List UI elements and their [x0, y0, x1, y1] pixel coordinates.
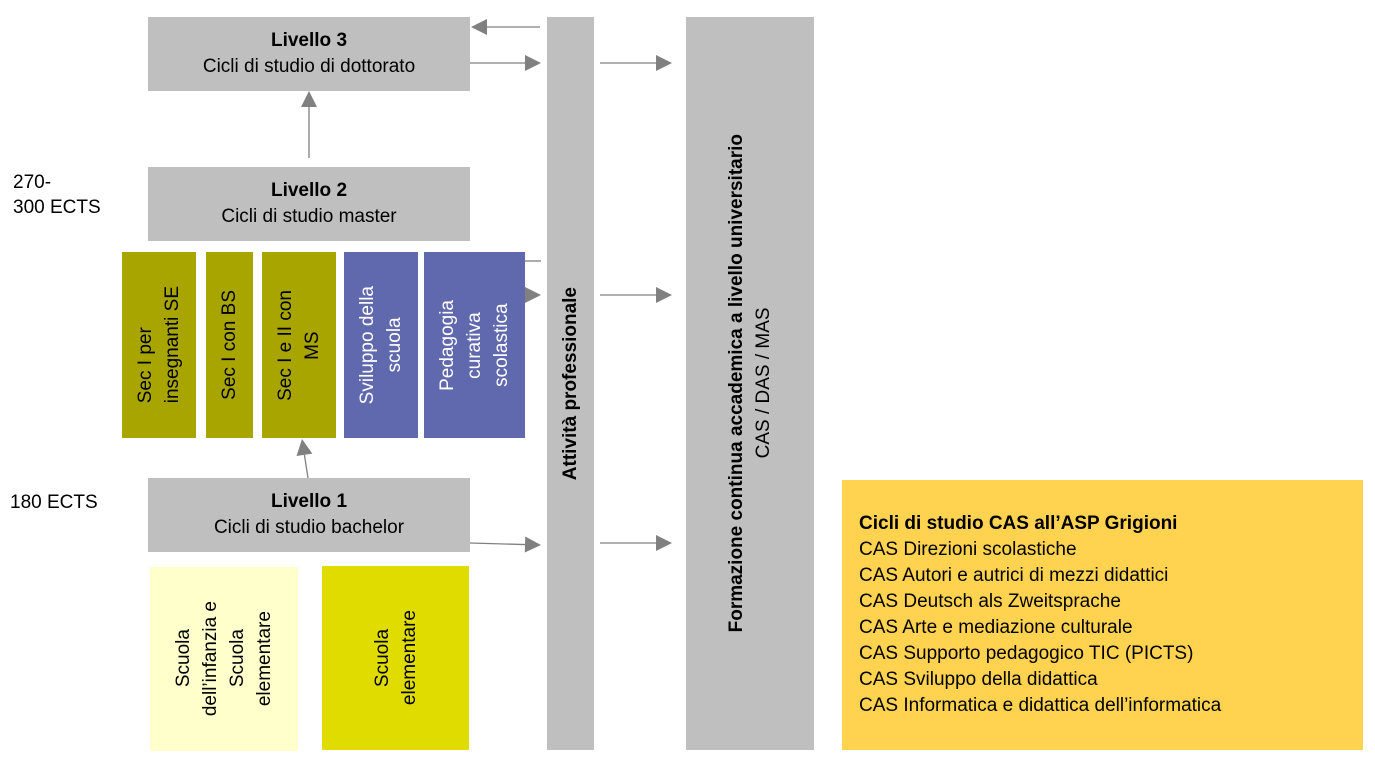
cas-program-item: CAS Deutsch als Zweitsprache: [859, 591, 1121, 612]
level-2-subtitle: Cicli di studio master: [221, 206, 397, 227]
arrowhead-icon: [656, 535, 672, 551]
arrow-activity-to-continuing-top: [600, 55, 672, 71]
continuing-education-title: Formazione continua accademica a livello…: [726, 134, 747, 633]
school-kindergarten-primary: Scuola dell’infanzia e Scuola elementare: [150, 567, 298, 751]
arrowhead-icon: [656, 55, 672, 71]
program-special-education: Pedagogia curativa scolastica: [424, 252, 525, 438]
continuing-education-label: Formazione continua accademica a livello…: [723, 134, 777, 632]
cas-programs-list: Cicli di studio CAS all’ASP Grigioni CAS…: [859, 511, 1221, 719]
school-label: Scuola dell’infanzia e Scuola elementare: [170, 601, 278, 716]
professional-activity-text: Attività professionale: [560, 286, 581, 481]
program-label-line: scuola: [384, 317, 405, 373]
ects-label-level2: 270- 300 ECTS: [13, 170, 101, 220]
program-label-line: Pedagogia: [437, 299, 458, 391]
program-school-development: Sviluppo della scuola: [344, 252, 418, 438]
arrow-level2-to-level3: [301, 91, 317, 158]
school-label-line: Scuola: [227, 629, 248, 689]
arrow-line: [303, 454, 309, 479]
program-label-line: Sec I con BS: [219, 290, 240, 400]
cas-programs-title: Cicli di studio CAS all’ASP Grigioni: [859, 513, 1178, 534]
cas-program-item: CAS Informatica e didattica dell’informa…: [859, 695, 1222, 716]
cas-program-item: CAS Direzioni scolastiche: [859, 539, 1077, 560]
cas-program-item: CAS Sviluppo della didattica: [859, 669, 1098, 690]
arrowhead-icon: [301, 91, 317, 107]
professional-activity-bar: Attività professionale: [547, 17, 594, 750]
school-label-line: Scuola: [371, 628, 393, 688]
continuing-education-subtitle: CAS / DAS / MAS: [753, 308, 774, 459]
program-label: Sec I per insegnanti SE: [132, 286, 186, 403]
arrow-level1-to-activity: [469, 536, 541, 553]
arrowhead-icon: [471, 19, 487, 35]
school-label-line: elementare: [398, 610, 420, 706]
arrow-activity-to-continuing-mid: [600, 287, 672, 303]
level-2-title: Livello 2: [270, 180, 348, 201]
cas-program-item: CAS Autori e autrici di mezzi didattici: [859, 565, 1169, 586]
cas-program-item: CAS Arte e mediazione culturale: [859, 617, 1133, 638]
school-label-line: dell’infanzia e: [200, 601, 221, 717]
arrow-line: [469, 542, 526, 546]
arrow-level3-to-activity: [470, 55, 541, 71]
program-sec1-2-ms: Sec I e II con MS: [262, 252, 336, 438]
program-sec1-bs: Sec I con BS: [206, 252, 253, 438]
professional-activity-label: Attività professionale: [557, 287, 584, 480]
level-1-title: Livello 1: [270, 491, 348, 512]
program-label: Sec I con BS: [216, 290, 243, 400]
arrowhead-icon: [525, 287, 541, 303]
level-3-title: Livello 3: [270, 30, 348, 51]
program-label-line: Sec I per: [135, 327, 156, 404]
level-2-box: Livello 2 Cicli di studio master: [148, 167, 470, 241]
level-1-box: Livello 1 Cicli di studio bachelor: [148, 478, 470, 552]
program-label: Pedagogia curativa scolastica: [434, 300, 515, 391]
ects-label-line: 270-: [13, 172, 52, 193]
arrow-activity-to-level3: [471, 19, 540, 35]
arrowhead-icon: [524, 536, 541, 553]
program-label-line: insegnanti SE: [162, 286, 183, 404]
program-label-line: MS: [302, 330, 323, 360]
arrowhead-icon: [296, 439, 313, 457]
program-label: Sec I e II con MS: [272, 290, 326, 401]
program-sec1-se: Sec I per insegnanti SE: [122, 252, 196, 438]
arrow-level1-to-programs: [296, 439, 313, 479]
school-label: Scuola elementare: [369, 610, 423, 705]
ects-label-line: 300 ECTS: [13, 197, 101, 218]
arrowhead-icon: [525, 55, 541, 71]
level-3-box: Livello 3 Cicli di studio di dottorato: [148, 17, 470, 91]
arrowhead-icon: [656, 287, 672, 303]
program-label-line: Sec I e II con: [275, 289, 296, 401]
school-label-line: Scuola: [173, 629, 194, 689]
ects-label-level1: 180 ECTS: [10, 492, 98, 513]
program-label: Sviluppo della scuola: [354, 286, 408, 404]
program-label-line: scolastica: [491, 303, 512, 387]
arrow-activity-to-continuing-bottom: [600, 535, 672, 551]
program-label-line: Sviluppo della: [357, 285, 378, 405]
program-label-line: curativa: [464, 311, 485, 379]
continuing-education-bar: Formazione continua accademica a livello…: [686, 17, 814, 750]
level-3-subtitle: Cicli di studio di dottorato: [202, 56, 416, 77]
cas-programs-box: Cicli di studio CAS all’ASP Grigioni CAS…: [842, 480, 1363, 750]
level-1-subtitle: Cicli di studio bachelor: [213, 517, 405, 538]
arrow-programs-to-activity: [525, 287, 541, 303]
school-label-line: elementare: [254, 611, 275, 707]
cas-program-item: CAS Supporto pedagogico TIC (PICTS): [859, 643, 1194, 664]
school-primary: Scuola elementare: [322, 566, 469, 750]
